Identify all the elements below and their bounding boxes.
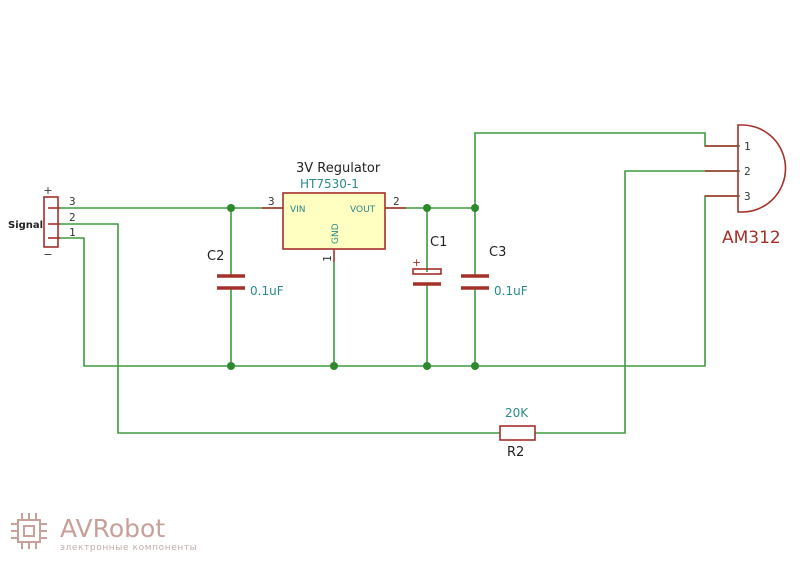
regulator-part: HT7530-1 — [300, 177, 359, 191]
regulator-pin-num-gnd: 1 — [321, 255, 334, 262]
wires — [60, 132, 740, 434]
capacitor-c3: C3 0.1uF — [461, 245, 528, 298]
logo-tagline: электронные компоненты — [60, 543, 197, 553]
wire-signal-out — [60, 223, 500, 434]
regulator-vout-label: VOUT — [350, 205, 376, 215]
wire-gnd — [60, 195, 740, 367]
connector-label: Signal — [8, 220, 43, 231]
c2-value: 0.1uF — [250, 284, 284, 298]
regulator-pin-num-out: 2 — [393, 195, 400, 208]
junction-gnd-c3 — [471, 362, 479, 370]
c1-ref: C1 — [430, 235, 447, 250]
sensor-body — [737, 124, 787, 213]
connector-minus: − — [43, 248, 52, 261]
c3-value: 0.1uF — [494, 284, 528, 298]
capacitor-c1: + C1 — [412, 235, 447, 286]
c2-ref: C2 — [207, 249, 224, 264]
chip-icon — [11, 513, 47, 549]
junction-vin-c2 — [227, 204, 235, 212]
r2-value: 20K — [505, 406, 529, 420]
sensor-pin-num-1: 1 — [744, 140, 751, 153]
wire-r2-sensor — [535, 170, 740, 434]
connector-plus: + — [43, 184, 52, 197]
sensor-pin-num-2: 2 — [744, 165, 751, 178]
logo: AVRobot электронные компоненты — [11, 513, 197, 553]
c1-plus: + — [412, 256, 421, 269]
c1-plate-top — [412, 268, 442, 275]
resistor-r2: 20K R2 — [499, 406, 536, 460]
regulator-vin-label: VIN — [290, 205, 306, 215]
junction-gnd-reg — [330, 362, 338, 370]
regulator-title: 3V Regulator — [296, 161, 381, 176]
junction-gnd-c2 — [227, 362, 235, 370]
regulator-gnd-label: GND — [331, 223, 341, 244]
regulator-pin-num-in: 3 — [268, 195, 275, 208]
connector-body — [43, 196, 59, 248]
junction-gnd-c1 — [423, 362, 431, 370]
junction-vout-c3 — [471, 204, 479, 212]
connector-pin-num-1: 1 — [69, 226, 76, 239]
r2-ref: R2 — [507, 445, 524, 460]
sensor-am312: 1 2 3 AM312 — [705, 124, 787, 248]
sensor-pin-num-3: 3 — [744, 190, 751, 203]
logo-name: AVRobot — [60, 514, 165, 543]
r2-body — [499, 425, 536, 441]
connector-pin-num-3: 3 — [69, 195, 76, 208]
connector-pin-num-2: 2 — [69, 211, 76, 224]
regulator: 3V Regulator HT7530-1 VIN VOUT GND 3 2 1 — [262, 161, 406, 262]
c3-ref: C3 — [489, 245, 506, 260]
sensor-ref: AM312 — [722, 228, 781, 248]
junction-vout-c1 — [423, 204, 431, 212]
junctions — [227, 204, 479, 370]
capacitor-c2: C2 0.1uF — [207, 249, 284, 298]
signal-connector: + − Signal 3 2 1 — [8, 184, 76, 261]
